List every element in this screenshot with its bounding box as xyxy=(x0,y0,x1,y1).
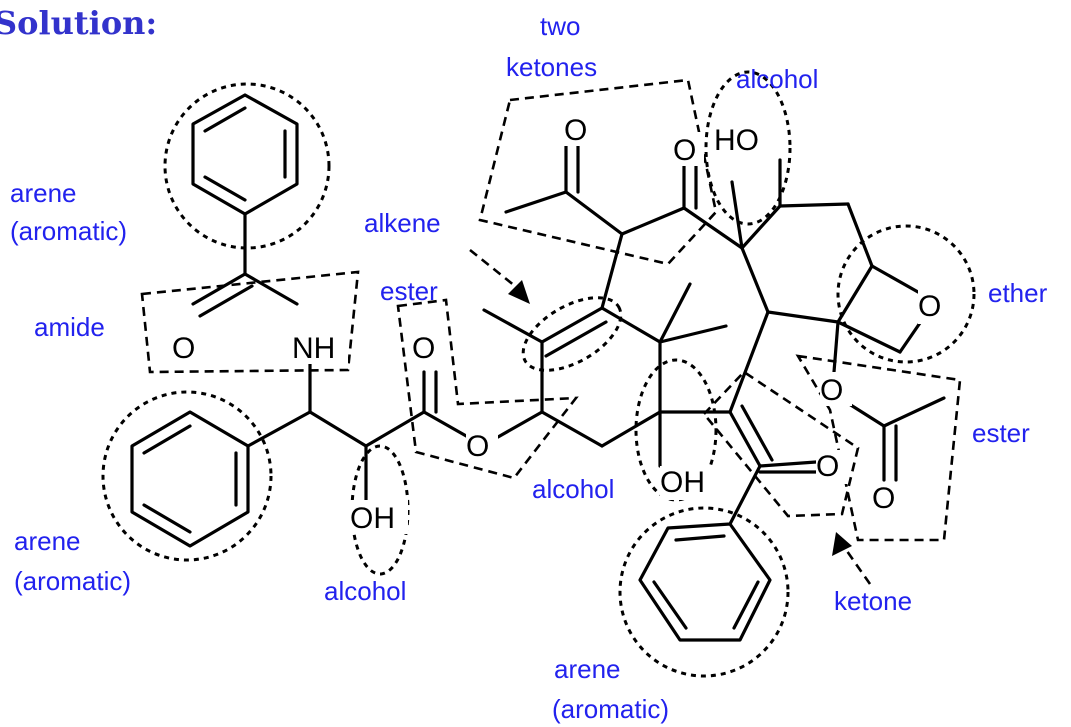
hydroxyl-top: HO xyxy=(714,124,759,157)
label-alcohol-top: alcohol xyxy=(736,64,818,94)
label-ether: ether xyxy=(988,278,1048,308)
label-alcohol-left: alcohol xyxy=(324,576,406,606)
atom-labels: O O HO O O NH O O OH OH O O O xyxy=(172,112,950,535)
acetate-carbonyl-oxygen: O xyxy=(872,482,895,515)
ether-oxygen: O xyxy=(918,290,941,323)
acetate-oxygen: O xyxy=(820,374,843,407)
molecule-bonds xyxy=(130,93,946,642)
label-alkene: alkene xyxy=(364,208,441,238)
solution-heading: Solution: xyxy=(0,4,157,42)
hydroxyl-middle: OH xyxy=(660,466,705,499)
label-two-ketones-1: two xyxy=(540,11,580,41)
label-amide: amide xyxy=(34,312,105,342)
functional-group-highlights xyxy=(101,70,976,678)
label-arene-left-1: arene xyxy=(14,526,81,556)
label-arene-top-2: (aromatic) xyxy=(10,216,127,246)
ketone-oxygen-1: O xyxy=(564,114,587,147)
ketone-oxygen-2: O xyxy=(673,134,696,167)
label-ester-left: ester xyxy=(380,276,438,306)
benzoyl-oxygen: O xyxy=(816,450,839,483)
label-arene-left-2: (aromatic) xyxy=(14,566,131,596)
ester-carbonyl-oxygen: O xyxy=(412,332,435,365)
label-arrows xyxy=(469,248,872,585)
label-arene-top-1: arene xyxy=(10,178,77,208)
label-alcohol-middle: alcohol xyxy=(532,474,614,504)
label-ketone: ketone xyxy=(834,586,912,616)
label-arene-bottom-2: (aromatic) xyxy=(552,694,669,724)
amide-oxygen: O xyxy=(172,332,195,365)
label-ester-right: ester xyxy=(972,418,1030,448)
label-two-ketones-2: ketones xyxy=(506,52,597,82)
hydroxyl-left: OH xyxy=(350,502,395,535)
amide-nitrogen: NH xyxy=(292,332,335,365)
group-labels: two ketones alcohol arene (aromatic) alk… xyxy=(10,11,1048,724)
label-arene-bottom-1: arene xyxy=(554,654,621,684)
ester-oxygen: O xyxy=(466,430,489,463)
